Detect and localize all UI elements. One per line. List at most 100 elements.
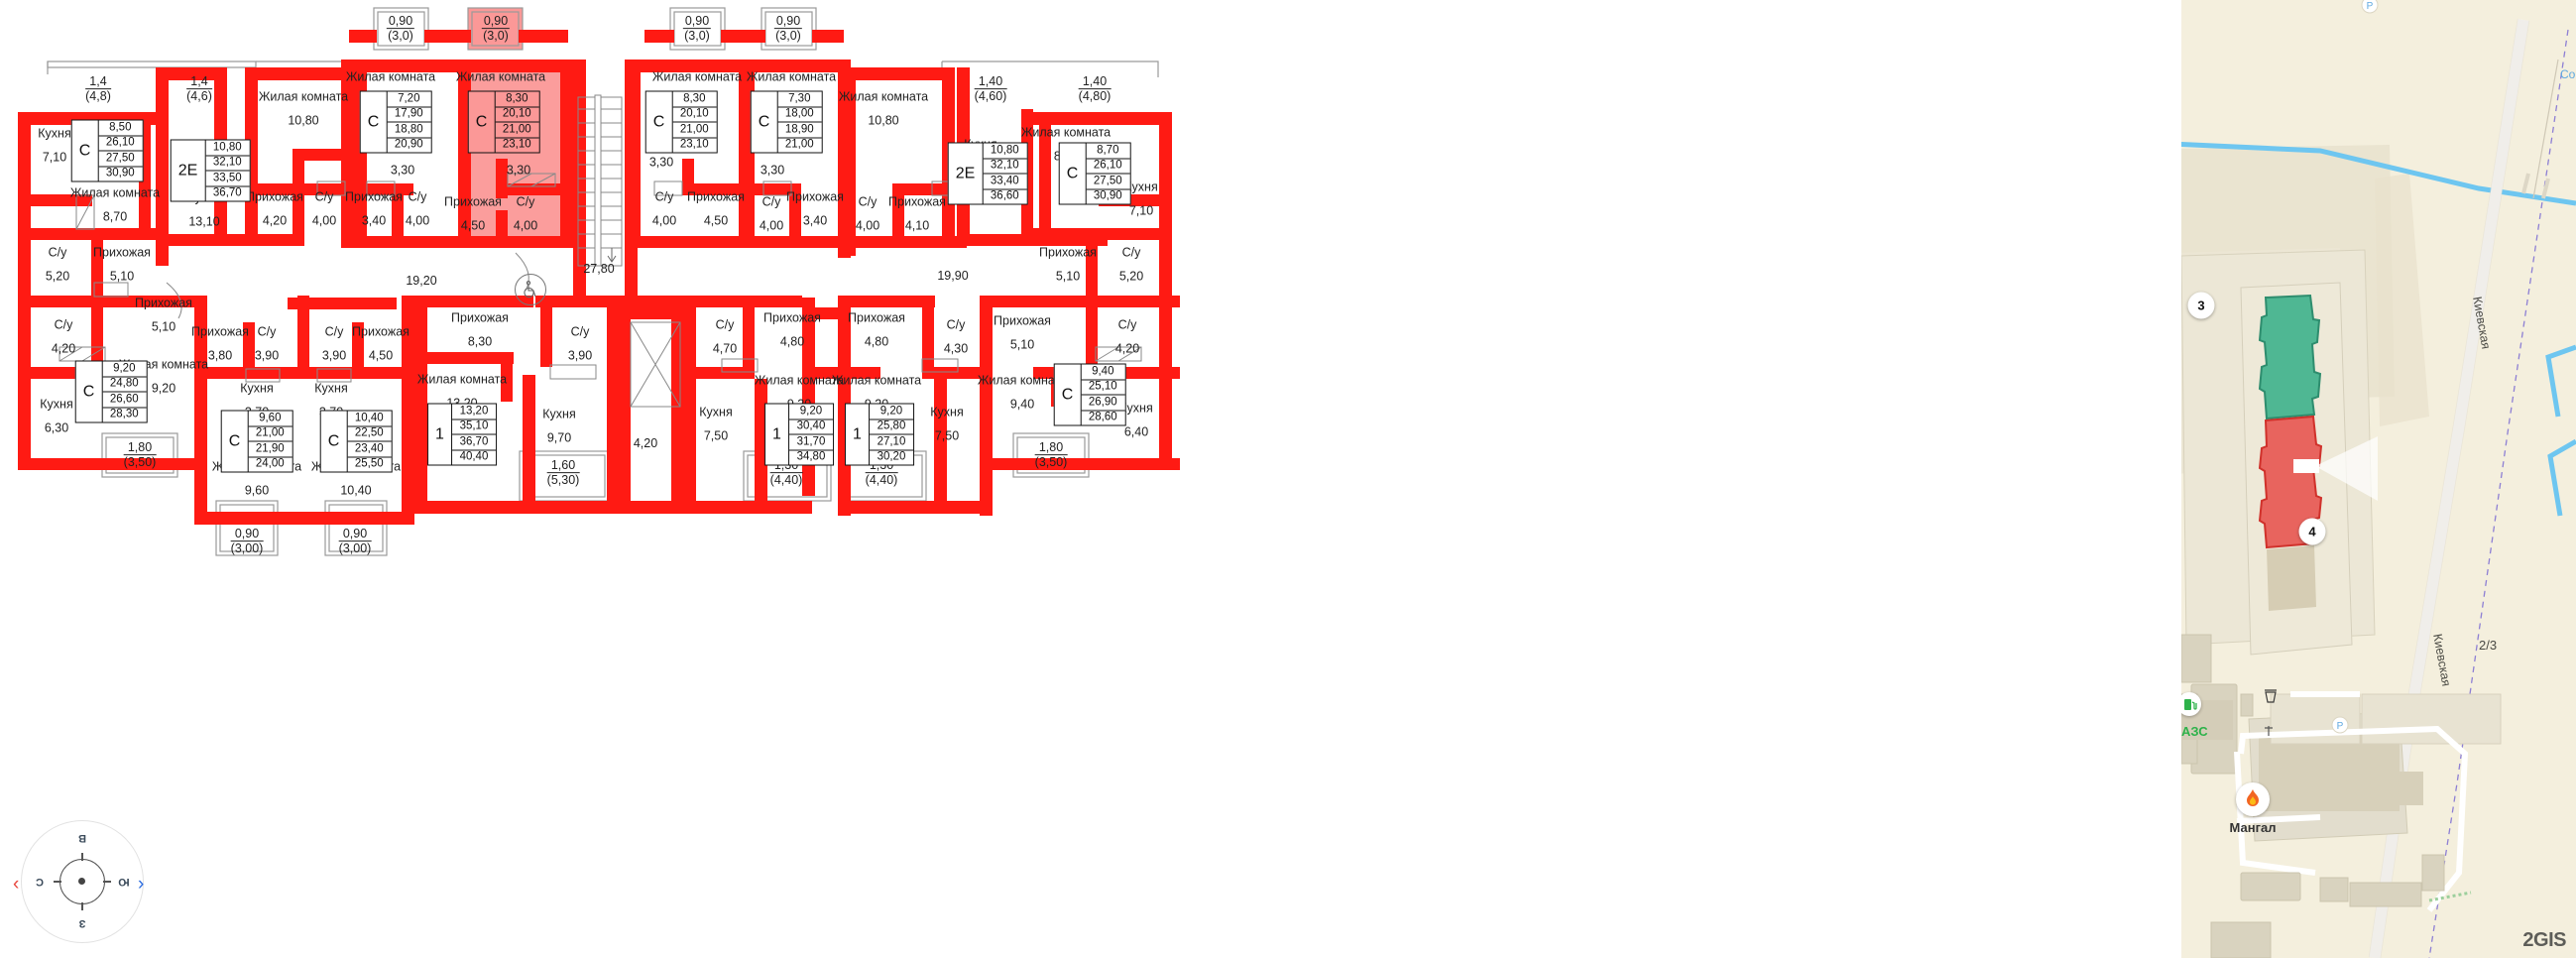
room-area: 7,50 [703,428,729,442]
room-area: 4,20 [51,341,76,355]
balcony-dim-bottom: (3,0) [684,29,710,44]
map-pin-3[interactable]: 3 [2187,292,2215,319]
apartment-area-value: 27,10 [869,435,913,450]
room-area: 7,50 [934,428,960,442]
apartment-area-value: 18,00 [777,107,822,123]
balcony-dimension: 0,90(3,0) [773,14,803,44]
room-area: 5,10 [109,269,135,283]
room-name: С/у [654,189,674,204]
apartment-area-value: 13,20 [451,405,496,419]
room-area: 10,40 [340,483,372,497]
room-area: 3,90 [321,348,347,362]
room-name: Прихожая [687,189,745,204]
room-area: 3,30 [760,163,785,177]
map-pin-4[interactable]: 4 [2298,518,2326,545]
staircase [577,94,623,267]
room-name: Кухня [1119,401,1153,416]
fuel-glyph [2183,698,2197,710]
apartment-area-value: 9,20 [102,362,147,377]
room-label: Кухня 7,50 [699,405,732,443]
room-name: Прихожая [1039,245,1097,260]
flame-icon[interactable] [2236,782,2270,816]
apartment-area-value: 21,00 [672,123,717,138]
room-area: 13,10 [188,214,220,228]
room-area: 3,80 [207,348,233,362]
room-label: С/у 4,20 [52,317,75,356]
apartment-area-value: 8,50 [98,121,143,136]
corridor-dimension: 19,20 [406,274,437,289]
compass-next-arrow[interactable]: › [138,874,145,895]
corridor-dimension: 27,80 [583,262,615,277]
walls [18,30,1180,525]
balcony-dimension: 0,90(3,00) [338,527,372,556]
compass-rose[interactable]: В З С Ю ‹ › [13,816,152,951]
apartment-area-value: 32,10 [205,156,250,172]
room-area: 3,40 [802,213,828,227]
room-area: 5,10 [1009,337,1035,351]
apartment-type-label: С [361,91,388,153]
apartment-area-value: 25,10 [1081,380,1125,396]
fuel-icon[interactable] [2181,692,2201,716]
apartment-area-value: 30,90 [105,167,135,180]
apartment-area-value: 27,50 [98,152,143,167]
room-name: Кухня [38,126,71,141]
apartment-type-label: С [76,361,103,422]
balcony-dimension: 0,90(3,0) [682,14,712,44]
balcony-dim-bottom: (4,8) [85,89,111,104]
apartment-area-value: 34,80 [796,450,826,463]
room-name: Кухня [699,405,733,419]
map-entrance-marker [2293,459,2319,473]
room-name: Кухня [930,405,964,419]
apartment-type-label: С [222,411,249,472]
balcony-dim-top: 1,40 [974,74,1007,90]
apartment-area-value: 17,90 [387,107,431,123]
balcony-dimension: 1,60(5,30) [546,458,580,488]
balcony-dimension: 1,80(3,50) [1034,440,1068,470]
apartment-area-value: 18,80 [387,123,431,138]
apartment-type-label: 2Е [172,140,206,201]
apartment-type-label: 1 [428,404,452,465]
apartment-area-value: 21,00 [495,123,539,138]
compass-dir-west: З [78,917,86,929]
map-pane[interactable]: P P Киевская Киевская Сор 2/3 4 3 Мангал… [2181,0,2576,958]
floor-plan-drawing [18,7,1180,556]
balcony-dimension: 1,4(4,6) [186,74,212,104]
balcony-dim-bottom: (3,0) [775,29,801,44]
room-area: 9,60 [244,483,270,497]
room-area: 4,50 [460,218,486,232]
balcony-dim-bottom: (4,40) [865,473,898,488]
apartment-area-value: 32,10 [983,159,1027,175]
room-name: Жилая комната [258,89,349,104]
room-name: С/у [54,317,73,332]
compass-prev-arrow[interactable]: ‹ [13,874,20,895]
room-name: С/у [257,324,277,339]
room-area: 4,20 [262,213,288,227]
